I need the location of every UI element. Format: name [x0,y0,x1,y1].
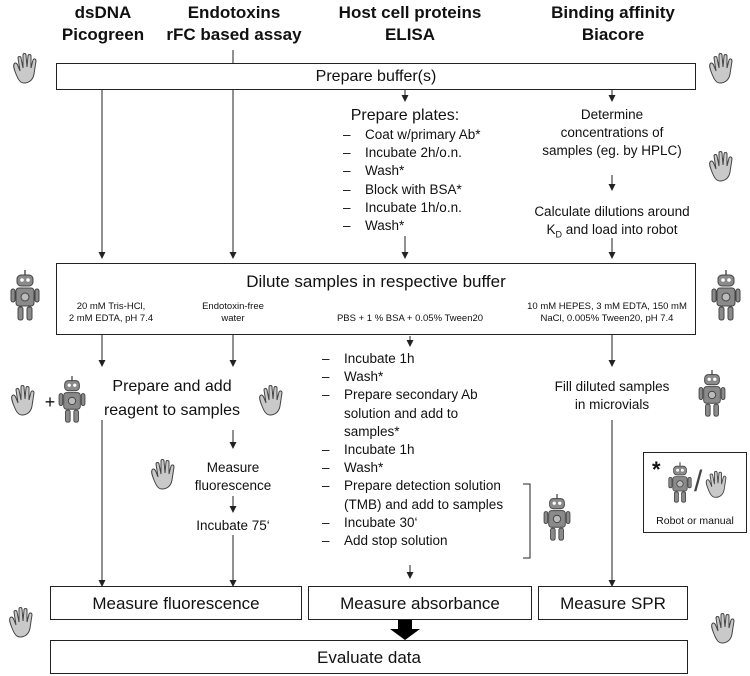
header-line: Binding affinity [551,3,675,22]
header-line: Picogreen [61,25,145,44]
text-line: samples (eg. by HPLC) [542,143,682,158]
text-line: 2 mM EDTA, pH 7.4 [68,313,154,324]
buffer-biacore: 10 mM HEPES, 3 mM EDTA, 150 mM NaCl, 0.0… [519,301,695,325]
plate-prep-steps: Coat w/primary Ab* Incubate 2h/o.n. Wash… [343,126,481,235]
text-line: reagent to samples [103,402,241,419]
list-item: Wash* [322,368,503,386]
legend-box: * / Robot or manual [643,452,747,533]
list-item: Prepare secondary Ab [322,386,503,404]
hand-icon [9,607,33,638]
robot-icon [698,370,726,417]
hand-icon [711,613,735,644]
header-dsdna: dsDNA Picogreen [55,2,151,46]
measure-fluorescence-step: Measure fluorescence [190,459,276,495]
dilute-samples-box: Dilute samples in respective buffer 20 m… [56,263,696,335]
list-item-continued: (TMB) and add to samples [344,496,504,512]
list-item: Incubate 1h/o.n. [343,199,481,217]
text-line: Prepare and add [112,378,232,395]
text-line: KD and load into robot [508,221,716,244]
evaluate-data-box: Evaluate data [50,640,688,674]
text-line: Endotoxin-free [202,301,264,312]
text-line: Fill diluted samples [554,379,670,394]
evaluate-data-label: Evaluate data [317,648,421,667]
prepare-buffer-label: Prepare buffer(s) [315,68,437,85]
prepare-plates-title: Prepare plates: [350,107,460,124]
list-item: Incubate 1h [322,350,503,368]
measure-fluorescence-label: Measure fluorescence [92,594,260,613]
list-item: Incubate 1h [322,441,503,459]
k-subscript: D [555,229,562,240]
list-item-continued: solution and add to [344,405,459,421]
hand-icon [709,53,733,84]
list-item: Incubate 30‘ [322,514,503,532]
list-item: Coat w/primary Ab* [343,126,481,144]
legend-label: Robot or manual [656,515,734,527]
legend-slash: / [694,465,703,498]
hand-icon [11,385,35,416]
text-line: Determine [580,107,644,122]
measure-fluorescence-box: Measure fluorescence [50,586,302,620]
calculate-dilutions: Calculate dilutions around KD and load i… [508,203,716,244]
text-line: fluorescence [194,478,272,493]
measure-spr-label: Measure SPR [560,594,666,613]
elisa-steps: Incubate 1h Wash* Prepare secondary Ab s… [322,350,503,550]
text-line: 10 mM HEPES, 3 mM EDTA, 150 mM [527,301,687,312]
header-line: rFC based assay [166,25,302,44]
list-item: Block with BSA* [343,181,481,199]
plus-sign: + [44,392,56,412]
text-line: NaCl, 0.005% Tween20, pH 7.4 [540,313,674,324]
robot-icon [58,376,86,423]
measure-absorbance-label: Measure absorbance [340,594,500,613]
hand-icon [259,385,283,416]
header-hcp: Host cell proteins ELISA [322,2,498,46]
prepare-buffer-box: Prepare buffer(s) [56,63,696,90]
header-line: Endotoxins [187,3,281,22]
list-item: Prepare detection solution [322,477,503,495]
buffer-dsdna: 20 mM Tris-HCl, 2 mM EDTA, pH 7.4 [63,301,159,325]
list-item: Incubate 2h/o.n. [343,144,481,162]
header-binding: Binding affinity Biacore [527,2,699,46]
hand-icon [13,53,37,84]
prepare-reagent: Prepare and add reagent to samples [92,377,252,421]
header-line: Biacore [581,25,645,44]
text-line: water [221,313,245,324]
hand-icon [709,151,733,182]
header-endotoxins: Endotoxins rFC based assay [163,2,305,46]
buffer-endotoxin: Endotoxin-free water [185,301,281,325]
list-item-continued: samples* [344,423,400,439]
header-line: ELISA [384,25,436,44]
text-line: in microvials [574,397,650,412]
list-item: Wash* [343,217,481,235]
text-line: Calculate dilutions around [534,204,690,219]
k-symbol: K [546,222,556,237]
buffer-elisa: PBS + 1 % BSA + 0.05% Tween20 [336,313,484,324]
determine-concentrations: Determine concentrations of samples (eg.… [512,106,712,160]
robot-icon [668,462,692,503]
text-fragment: and load into robot [561,222,678,237]
list-item: Add stop solution [322,532,503,550]
hand-icon [705,470,727,498]
text-line: 20 mM Tris-HCl, [76,301,146,312]
text-line: concentrations of [560,125,664,140]
robot-icon [711,270,741,321]
legend-star: * [652,457,661,482]
dilute-title: Dilute samples in respective buffer [246,272,506,291]
header-line: dsDNA [74,3,132,22]
fill-diluted-samples: Fill diluted samples in microvials [534,378,690,414]
header-line: Host cell proteins [338,3,482,22]
text-line: Measure [206,460,260,475]
incubate-75-step: Incubate 75‘ [196,518,270,533]
hand-icon [151,459,175,490]
measure-absorbance-box: Measure absorbance [308,586,532,620]
list-item: Wash* [322,459,503,477]
measure-spr-box: Measure SPR [538,586,688,620]
list-item: Wash* [343,162,481,180]
robot-icon [10,270,40,321]
robot-icon [543,494,571,541]
